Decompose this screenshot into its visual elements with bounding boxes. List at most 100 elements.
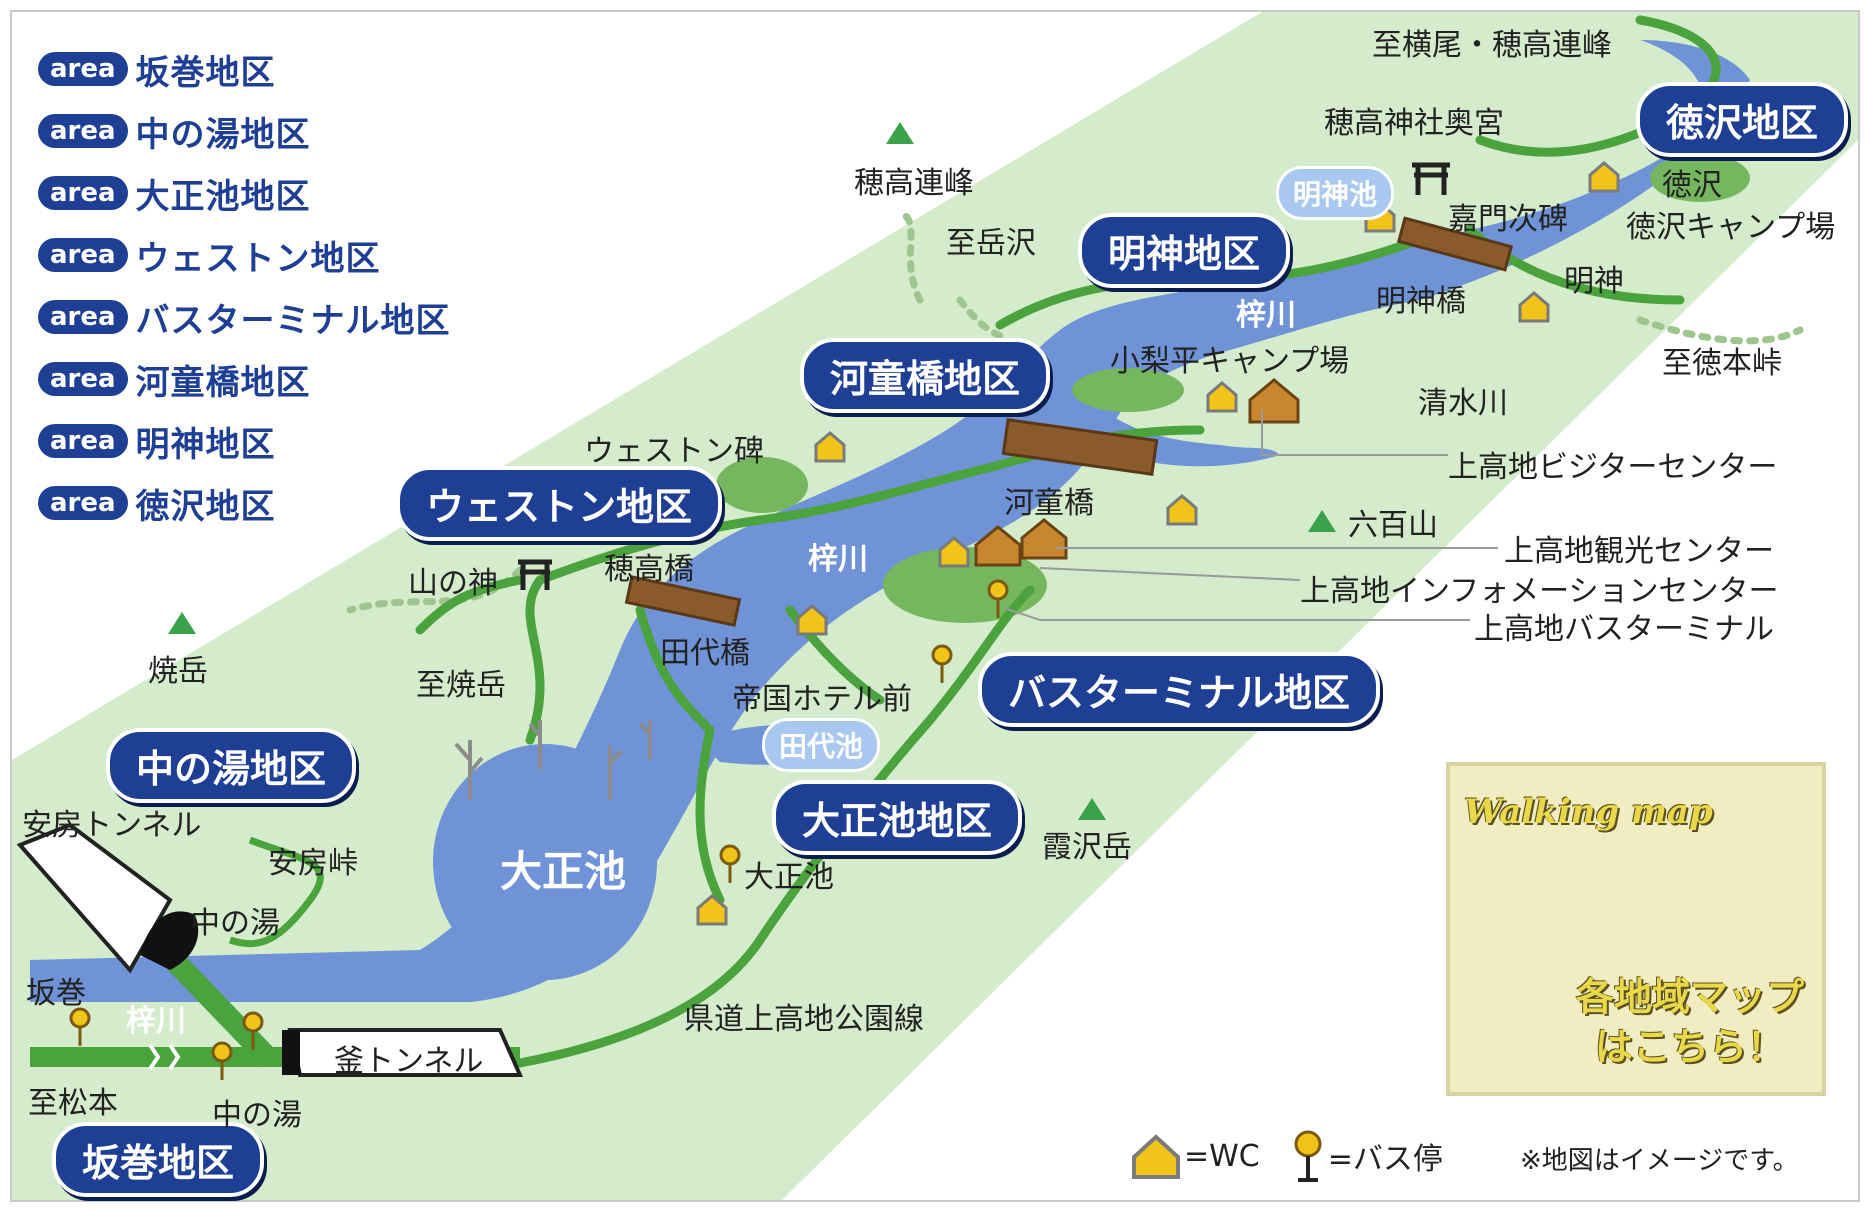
label-info-center: 上高地インフォメーションセンター [1300,574,1779,609]
walking-map-link[interactable]: Walking map 各地域マップ はこちら！ [1446,762,1826,1096]
bridges [624,216,1514,627]
label-tokugo: 至徳本峠 [1662,346,1782,381]
map-frame [10,10,1860,1202]
area-link-label: 徳沢地区 [135,486,276,527]
label-shimizu: 清水川 [1418,386,1508,421]
label-teikoku: 帝国ホテル前 [732,682,912,717]
torii-gates [518,162,1450,590]
badge-bus-terminal[interactable]: バスターミナル地区 [978,652,1381,727]
label-roppyaku: 六百山 [1348,508,1438,543]
river-label-lower: 梓川 [126,1004,186,1039]
badge-weston[interactable]: ウェストン地区 [396,466,723,541]
label-kasumizawa: 霞沢岳 [1042,830,1132,865]
label-kamonji: 嘉門次碑 [1448,202,1568,237]
pond-taisho [433,744,657,980]
area-link-label: 河童橋地区 [135,362,311,403]
area-pill: area [38,114,128,148]
walking-map-cta: 各地域マップ はこちら！ [1576,972,1804,1072]
label-prefectural-road: 県道上高地公園線 [684,1002,924,1037]
area-pill: area [38,424,128,458]
label-bus-terminal: 上高地バスターミナル [1474,612,1774,647]
wc-icon [1132,1134,1180,1179]
dead-trees [454,720,652,800]
label-konashidaira: 小梨平キャンプ場 [1110,344,1350,379]
badge-tokusawa[interactable]: 徳沢地区 [1636,82,1849,157]
label-kama-tunnel: 釜トンネル [334,1044,484,1079]
label-itaru-yakedake: 至焼岳 [416,668,506,703]
walking-map-cta-line2: はこちら！ [1594,1025,1785,1069]
river-label-upper: 梓川 [1236,298,1296,333]
label-taisho-ike: 大正池 [500,847,627,896]
abo-pass-road [228,836,324,948]
label-yokoo: 至横尾・穂高連峰 [1372,28,1612,63]
area-link-label: 坂巻地区 [135,52,276,93]
legend-bus: =バス停 [1288,1128,1443,1184]
label-visitor-center: 上高地ビジターセンター [1448,450,1778,485]
label-dakesawa: 至岳沢 [946,226,1036,261]
label-hotaka-bashi: 穂高橋 [604,552,694,587]
label-hotaka-renpo: 穂高連峰 [854,166,974,201]
label-kappabashi: 河童橋 [1004,486,1094,521]
label-abo-pass: 安房峠 [268,846,358,881]
badge-nakanoyu[interactable]: 中の湯地区 [106,728,357,803]
label-myojin-ike: 明神池 [1276,166,1395,220]
area-pill: area [38,52,128,86]
badge-kappabashi[interactable]: 河童橋地区 [800,338,1051,413]
label-matsumoto: 至松本 [28,1086,118,1121]
label-myojin: 明神 [1564,264,1624,299]
label-yakedake: 焼岳 [148,654,208,689]
leader-lines [1003,410,1498,621]
bus-stop-markers [69,579,1009,1080]
river-label-mid: 梓川 [808,542,868,577]
map-note: ※地図はイメージです。 [1520,1146,1799,1176]
area-link-label: ウェストン地区 [135,238,381,279]
label-tokusawa: 徳沢 [1662,168,1722,203]
badge-myojin[interactable]: 明神地区 [1078,213,1291,288]
walking-map-title: Walking map [1464,792,1713,832]
wc-markers [696,161,1620,926]
area-pill: area [38,486,128,520]
area-pill: area [38,176,128,210]
label-yamanokami: 山の神 [408,566,498,601]
badge-taisho-ike[interactable]: 大正池地区 [772,780,1023,855]
area-pill: area [38,238,128,272]
label-weston-hi: ウェストン碑 [584,434,764,469]
kama-tunnel-shape [282,1028,524,1077]
area-link-label: 中の湯地区 [135,114,311,155]
area-link-label: バスターミナル地区 [135,300,451,341]
label-hotaka-shrine: 穂高神社奥宮 [1324,106,1504,141]
area-pill: area [38,362,128,396]
symbol-legend: =WC =バス停 [1128,1128,1471,1184]
legend-wc: =WC [1128,1131,1260,1181]
area-link-label: 大正池地区 [135,176,311,217]
label-abo-tunnel: 安房トンネル [22,808,202,843]
label-kanko-center: 上高地観光センター [1504,534,1774,569]
label-tashiro-ike: 田代池 [762,718,881,772]
bus-stop-icon [1294,1130,1322,1182]
label-tashiro-bashi: 田代橋 [660,636,750,671]
highway-break [148,1043,181,1071]
label-nakanoyu-lower: 中の湯 [212,1098,302,1133]
legend-wc-label: =WC [1184,1138,1260,1174]
abo-tunnel [16,822,199,974]
label-nakanoyu-upper: 中の湯 [190,906,280,941]
area-pill: area [38,300,128,334]
label-myojin-bashi: 明神橋 [1376,284,1466,319]
badge-sakamaki[interactable]: 坂巻地区 [52,1122,265,1197]
legend-bus-label: =バス停 [1327,1142,1443,1177]
label-sakamaki: 坂巻 [26,976,86,1011]
area-link-label: 明神地区 [135,424,276,465]
peak-markers [168,122,1336,820]
label-tokusawa-camp: 徳沢キャンプ場 [1626,210,1836,245]
walking-map-cta-line1: 各地域マップ [1575,975,1804,1019]
